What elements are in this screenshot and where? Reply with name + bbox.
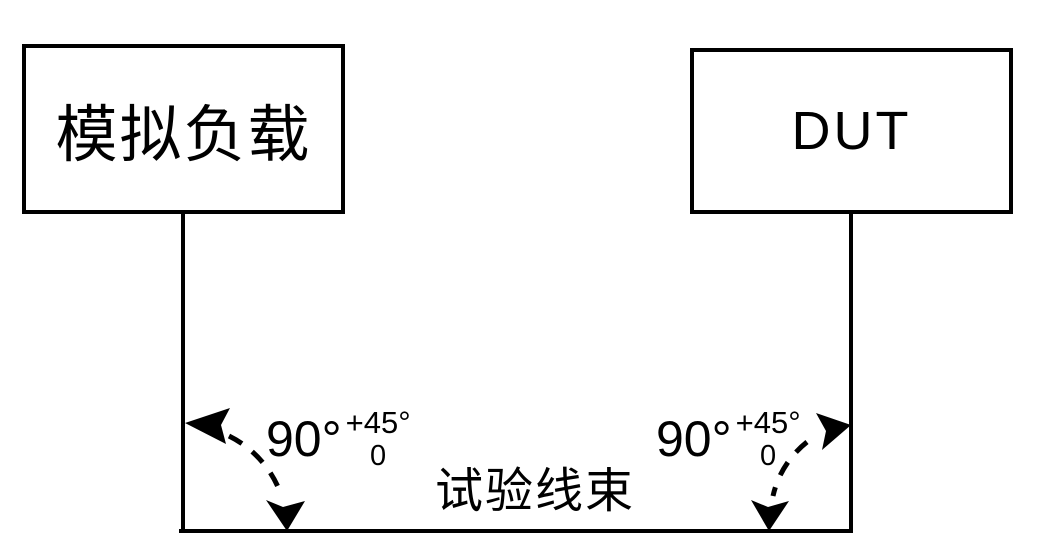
simulated-load-label: 模拟负载 [55, 102, 312, 170]
left-angle-arrow-down-icon [266, 500, 305, 531]
right-angle-label: 90° +45° 0 [656, 407, 801, 471]
left-angle-tolerance-minus: 0 [370, 440, 387, 472]
left-angle-main-value: 90° [266, 411, 342, 467]
right-angle-tolerance-plus: +45° [735, 405, 801, 440]
harness-label: 试验线束 [434, 465, 635, 518]
right-angle-tolerance: +45° 0 [735, 405, 801, 472]
left-angle-arc [227, 433, 281, 489]
left-angle-tolerance-plus: +45° [345, 405, 411, 440]
left-angle-arrow-up-icon [185, 408, 230, 444]
left-angle-label: 90° +45° 0 [266, 407, 411, 471]
right-angle-arrow-down-icon [751, 500, 789, 531]
right-angle-tolerance-minus: 0 [760, 440, 777, 472]
left-angle-tolerance: +45° 0 [345, 405, 411, 472]
dut-label: DUT [791, 101, 912, 161]
right-angle-arrow-up-icon [816, 413, 851, 450]
right-angle-main-value: 90° [656, 411, 732, 467]
right-angle-arc [770, 440, 809, 497]
